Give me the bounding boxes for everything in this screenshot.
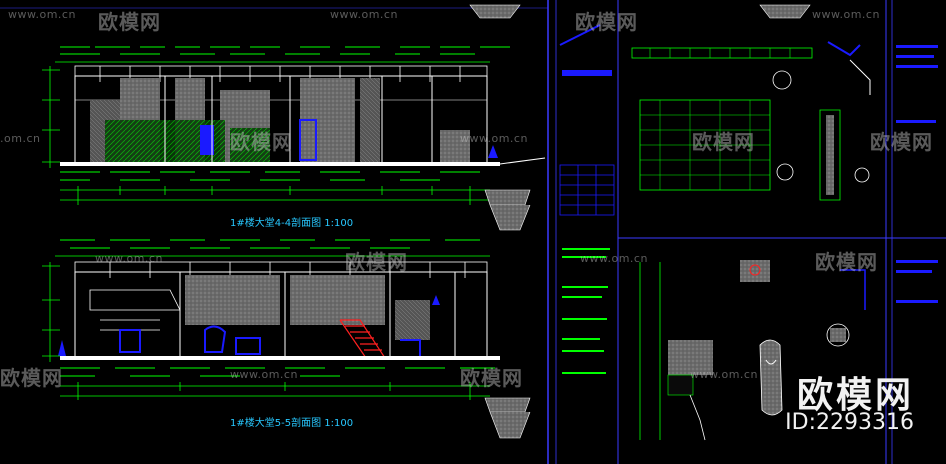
upper-section-drawing [42,46,546,205]
watermark-logo: 欧模网 [575,10,638,34]
brand-logo-large: 欧模网 [796,375,914,416]
watermark-url: www.om.cn [812,8,880,21]
model-id-label: ID:2293316 [785,410,914,435]
lower-section-drawing [42,239,500,400]
watermark-logo: 欧模网 [870,130,933,154]
watermark-url: www.om.cn [95,252,163,265]
watermark-url: .om.cn [0,132,41,145]
section-upper-title: 1#楼大堂4-4剖面图 1:100 [230,218,354,229]
watermark-url: www.om.cn [580,252,648,265]
red-staircase [339,319,386,359]
watermark-logo: 欧模网 [460,366,523,390]
right-title-block [896,45,938,303]
watermark-url: www.om.cn [460,132,528,145]
watermark-logo: 欧模网 [0,366,63,390]
watermark-url: www.om.cn [690,368,758,381]
watermark-logo: 欧模网 [230,130,293,154]
detail-upper-right [631,41,871,201]
section-markers [469,4,811,439]
watermark-url: www.om.cn [230,368,298,381]
watermark-logo: 欧模网 [345,250,408,274]
watermark-url: www.om.cn [8,8,76,21]
watermark-url: www.om.cn [330,8,398,21]
watermark-logo: 欧模网 [98,10,161,34]
watermark-logo: 欧模网 [692,130,755,154]
detail-lower-right [639,260,866,441]
watermark-logo: 欧模网 [815,250,878,274]
title-block-strip [559,24,615,374]
section-lower-title: 1#楼大堂5-5剖面图 1:100 [230,418,354,429]
